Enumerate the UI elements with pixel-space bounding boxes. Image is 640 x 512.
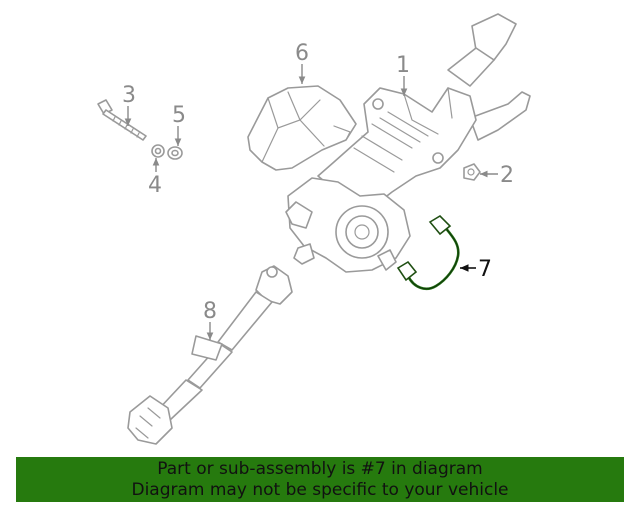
callout-4: 4 bbox=[148, 173, 162, 198]
nut-part-5 bbox=[167, 146, 183, 160]
notice-line-1: Part or sub-assembly is #7 in diagram bbox=[157, 459, 483, 479]
intermediate-shaft-part-8 bbox=[127, 265, 293, 445]
washer-part-4 bbox=[151, 144, 165, 158]
callout-3: 3 bbox=[122, 83, 136, 108]
callout-1: 1 bbox=[396, 53, 410, 78]
cover-part-6 bbox=[247, 85, 357, 171]
callout-7: 7 bbox=[478, 257, 492, 282]
steering-column-part-1 bbox=[285, 13, 531, 273]
notice-line-2: Diagram may not be specific to your vehi… bbox=[131, 480, 509, 500]
nut-part-2 bbox=[463, 163, 481, 181]
callout-8: 8 bbox=[203, 299, 217, 324]
callout-5: 5 bbox=[172, 103, 186, 128]
parts-diagram: 3 4 5 6 1 2 7 8 bbox=[97, 13, 531, 445]
notice-banner: Part or sub-assembly is #7 in diagram Di… bbox=[16, 457, 624, 502]
cable-part-7 bbox=[396, 214, 460, 290]
callout-2: 2 bbox=[500, 163, 514, 188]
bolt-part-3 bbox=[97, 99, 147, 141]
callout-6: 6 bbox=[295, 41, 309, 66]
